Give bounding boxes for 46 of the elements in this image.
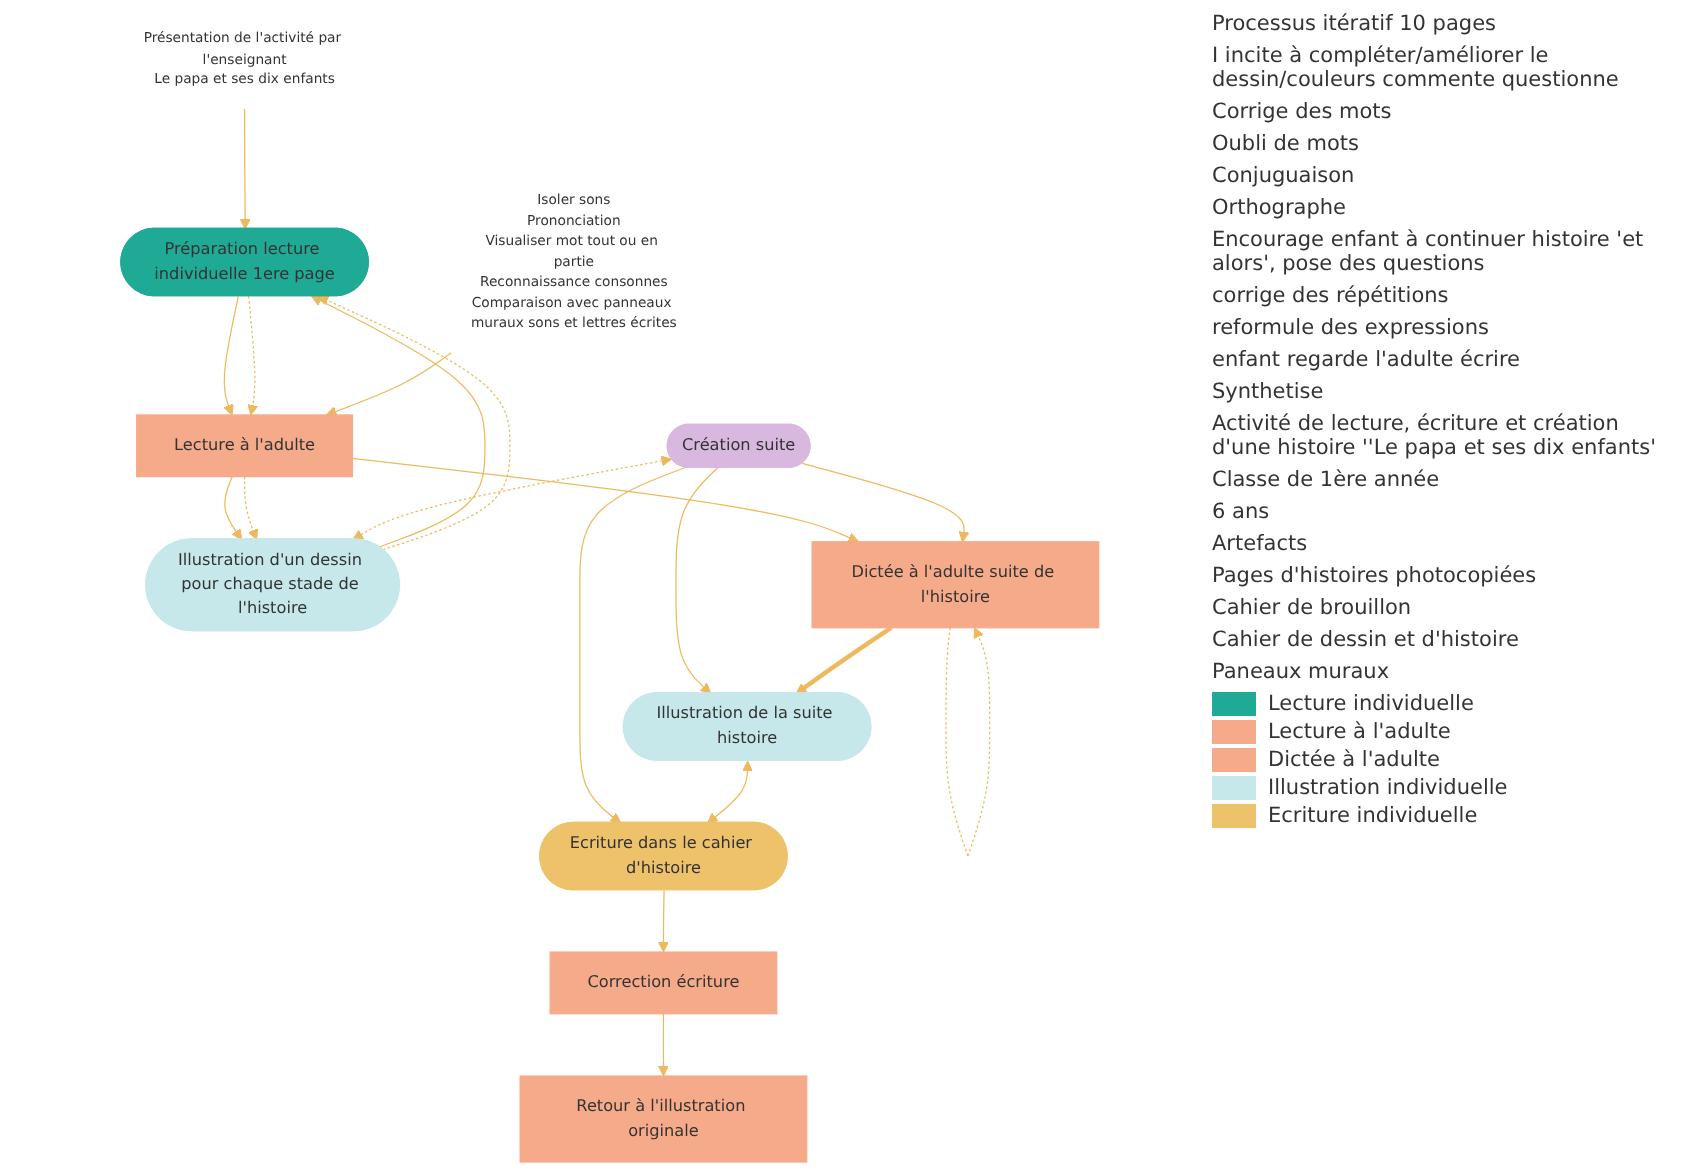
arrow — [243, 476, 259, 541]
arrow — [224, 476, 243, 541]
arrow — [675, 467, 719, 694]
arrow — [658, 1013, 669, 1077]
note-text: Cahier de dessin et d'histoire — [1212, 628, 1521, 652]
arrow — [707, 760, 753, 824]
note-text: Synthetise — [1212, 380, 1326, 404]
note-text: Conjuguaison — [1212, 164, 1357, 188]
node-box — [549, 951, 778, 1015]
arrow — [311, 295, 486, 548]
arrow — [223, 295, 239, 416]
note-text: corrige des répétitions — [1212, 284, 1451, 308]
note-text: Encourage enfant à continuer histoire 'et alors', pose des questions — [1212, 228, 1646, 276]
arrow — [352, 455, 672, 541]
note-text: Processus itératif 10 pages — [1212, 12, 1499, 36]
note-text: Cahier de brouillon — [1212, 596, 1414, 620]
note-text: enfant regarde l'adulte écrire — [1212, 348, 1522, 372]
arrow — [351, 457, 859, 543]
arrow — [795, 625, 893, 694]
arrow — [801, 462, 970, 543]
node-box — [519, 1075, 808, 1163]
note-text: reformule des expressions — [1212, 316, 1491, 340]
legend-label: Dictée à l'adulte — [1268, 748, 1440, 772]
legend-label: Lecture à l'adulte — [1268, 720, 1451, 744]
note-text: Paneaux muraux — [1212, 660, 1392, 684]
legend-label: Illustration individuelle — [1268, 776, 1508, 800]
legend-label: Ecriture individuelle — [1268, 804, 1478, 828]
note-text: Oubli de mots — [1212, 132, 1361, 156]
node-box — [136, 414, 354, 478]
legend-label: Lecture individuelle — [1268, 692, 1474, 716]
arrow — [658, 889, 669, 953]
note-text: Pages d'histoires photocopiées — [1212, 564, 1539, 588]
note-text: Artefacts — [1212, 532, 1310, 556]
arrow — [239, 108, 251, 230]
note-text: Activité de lecture, écriture et création d'une histoire ''Le papa et ses dix enfants' — [1212, 412, 1658, 460]
arrow — [945, 627, 991, 857]
arrow — [247, 295, 259, 416]
arrow — [318, 295, 511, 551]
note-text: Orthographe — [1212, 196, 1348, 220]
node-box — [811, 541, 1100, 629]
arrow — [326, 352, 452, 417]
note-text: Corrige des mots — [1212, 100, 1394, 124]
note-text: I incite à compléter/améliorer le dessin/couleurs commente questionne — [1212, 44, 1621, 92]
note-text: Classe de 1ère année — [1212, 468, 1442, 492]
arrow — [579, 466, 686, 824]
note-text: 6 ans — [1212, 500, 1272, 524]
